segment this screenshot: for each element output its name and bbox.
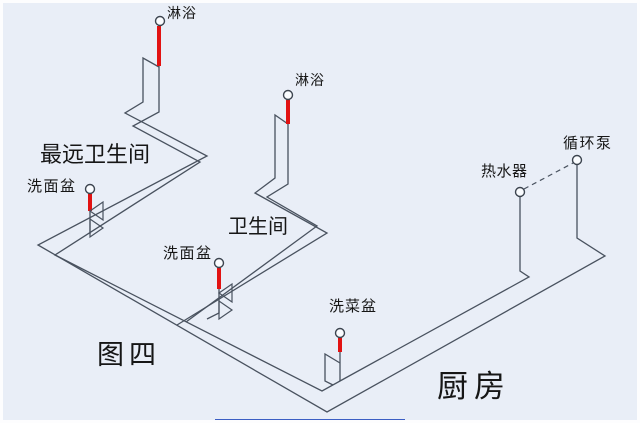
washbasin1-outlet-circle (84, 183, 96, 195)
supply-pipe-run (53, 26, 531, 392)
pump-outlet-circle (571, 154, 583, 166)
shower1-outlet-circle (154, 15, 166, 27)
sink-return-jog (324, 352, 341, 386)
sink-label: 洗菜盆 (329, 298, 377, 315)
washbasin1-label: 洗面盆 (27, 178, 77, 195)
washbasin2-valve-icon (217, 282, 234, 321)
shower2-outlet-circle (282, 89, 294, 101)
shower1-label: 淋浴 (167, 6, 197, 22)
washbasin2-label: 洗面盆 (163, 245, 213, 262)
figure-caption: 图四 (97, 340, 161, 370)
pump-label: 循环泵 (563, 135, 613, 152)
washbasin1-valve-icon (88, 200, 105, 239)
washbasin2-outlet-circle (213, 257, 225, 269)
shower2-label: 淋浴 (295, 73, 325, 89)
heater-label: 热水器 (481, 163, 528, 180)
bathroom-branch-supply (185, 99, 319, 323)
heater-pump-dashed-link (523, 162, 574, 190)
bathroom-branch-return (176, 113, 329, 326)
sink-outlet-circle (334, 327, 346, 339)
bathroom-label: 卫生间 (228, 215, 288, 238)
piping-diagram: 淋浴 淋浴 最远卫生间 洗面盆 卫生间 洗面盆 洗菜盆 热水器 循环泵 图四 厨… (27, 6, 613, 420)
farthest-bathroom-label: 最远卫生间 (40, 142, 150, 167)
return-pipe-run (36, 56, 607, 413)
kitchen-label: 厨房 (437, 369, 511, 404)
heater-outlet-circle (514, 186, 526, 198)
bottom-blue-rule (215, 419, 405, 420)
